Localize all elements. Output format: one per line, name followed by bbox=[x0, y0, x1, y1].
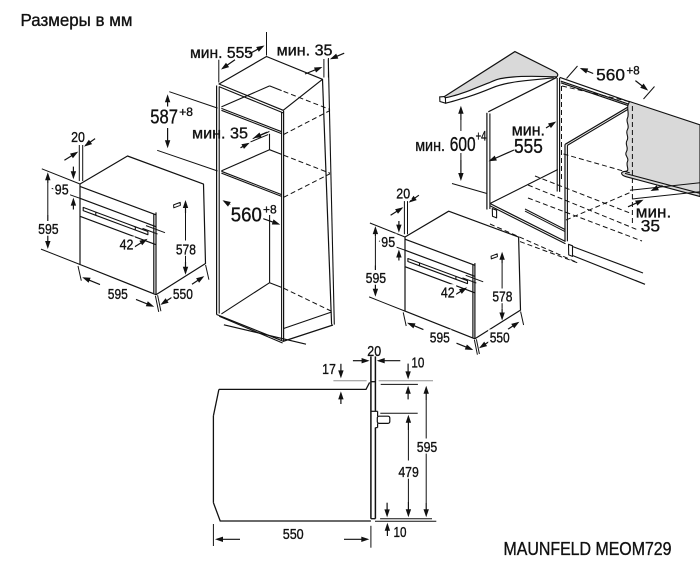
svg-text:+8: +8 bbox=[263, 203, 277, 217]
svg-text:10: 10 bbox=[394, 524, 407, 541]
svg-text:95: 95 bbox=[381, 234, 395, 251]
svg-text:42: 42 bbox=[441, 284, 455, 301]
svg-text:мин. 35: мин. 35 bbox=[277, 42, 333, 59]
svg-text:550: 550 bbox=[283, 526, 304, 543]
svg-text:20: 20 bbox=[396, 186, 410, 203]
svg-text:42: 42 bbox=[120, 237, 134, 254]
svg-text:мин. 35: мин. 35 bbox=[192, 126, 248, 143]
svg-text:555: 555 bbox=[514, 136, 543, 158]
svg-text:мин.: мин. bbox=[512, 121, 545, 140]
svg-text:+8: +8 bbox=[627, 66, 640, 78]
svg-text:мин. 555: мин. 555 bbox=[190, 45, 253, 62]
svg-text:587: 587 bbox=[150, 107, 178, 129]
svg-text:595: 595 bbox=[366, 270, 387, 287]
svg-text:560: 560 bbox=[596, 66, 625, 85]
svg-text:20: 20 bbox=[367, 343, 381, 360]
svg-text:10: 10 bbox=[411, 355, 424, 372]
svg-text:479: 479 bbox=[398, 464, 419, 481]
svg-text:20: 20 bbox=[71, 129, 85, 146]
svg-text:мин.: мин. bbox=[636, 202, 671, 221]
svg-text:578: 578 bbox=[492, 289, 512, 306]
svg-text:560: 560 bbox=[231, 205, 262, 227]
svg-text:595: 595 bbox=[430, 330, 450, 347]
svg-text:595: 595 bbox=[108, 286, 128, 303]
svg-text:мин.: мин. bbox=[415, 136, 445, 155]
svg-text:578: 578 bbox=[176, 241, 196, 258]
svg-text:+8: +8 bbox=[179, 105, 193, 119]
svg-text:595: 595 bbox=[38, 221, 59, 238]
svg-text:550: 550 bbox=[490, 330, 510, 347]
svg-text:595: 595 bbox=[417, 439, 438, 456]
svg-text:+4: +4 bbox=[476, 129, 487, 144]
svg-text:95: 95 bbox=[55, 182, 69, 199]
svg-text:Размеры в мм: Размеры в мм bbox=[21, 10, 133, 30]
svg-text:600: 600 bbox=[450, 134, 476, 156]
svg-text:550: 550 bbox=[173, 286, 193, 303]
svg-text:MAUNFELD MEOM729: MAUNFELD MEOM729 bbox=[504, 539, 672, 559]
svg-text:17: 17 bbox=[322, 361, 336, 378]
svg-text:35: 35 bbox=[641, 217, 660, 236]
